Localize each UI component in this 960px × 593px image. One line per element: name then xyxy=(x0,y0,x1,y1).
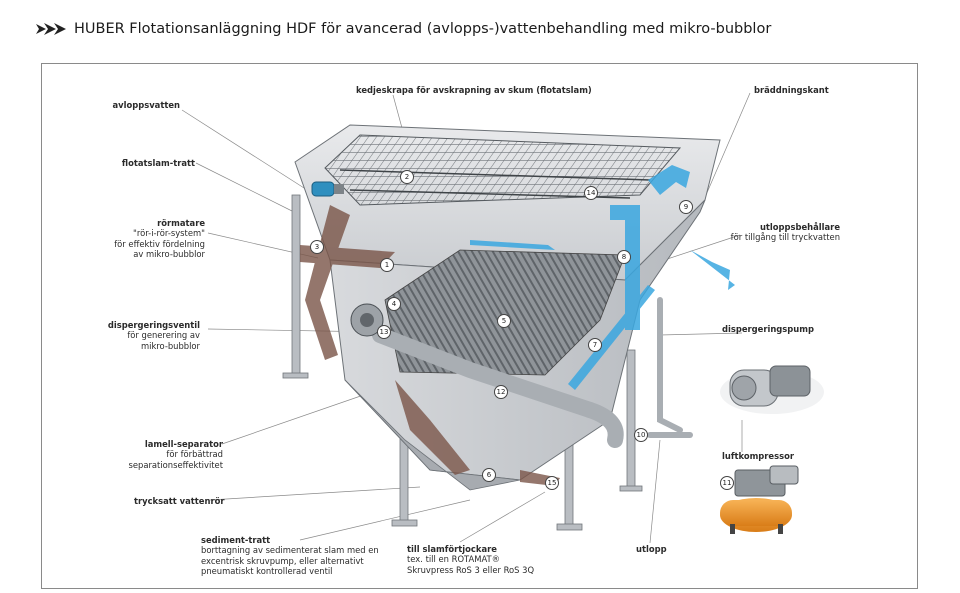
marker-2: 2 xyxy=(400,170,414,184)
title-text: HUBER Flotationsanläggning HDF för avanc… xyxy=(74,21,772,37)
marker-9: 9 xyxy=(679,200,693,214)
label-dispergeringsventil: dispergeringsventil för generering av mi… xyxy=(107,320,200,351)
marker-6: 6 xyxy=(482,468,496,482)
drive-motor xyxy=(311,181,344,197)
marker-5: 5 xyxy=(497,314,511,328)
marker-8: 8 xyxy=(617,250,631,264)
sludge-flow xyxy=(300,205,560,486)
marker-3: 3 xyxy=(310,240,324,254)
marker-4: 4 xyxy=(387,297,401,311)
label-lamell-separator: lamell-separator för förbättrad separati… xyxy=(128,439,224,470)
label-utloppsbehallare: utloppsbehållare för tillgång till tryck… xyxy=(730,222,840,243)
chain-scraper xyxy=(324,134,682,206)
dispersion-pump xyxy=(720,365,824,414)
label-kedjeskrapa: kedjeskrapa för avskrapning av skum (flo… xyxy=(356,85,592,95)
label-rormatare: rörmatare "rör-i-rör-system" för effekti… xyxy=(114,218,205,260)
label-trycksatt-vattenror: trycksatt vattenrör xyxy=(134,496,225,506)
marker-11: 11 xyxy=(720,476,734,490)
label-utlopp: utlopp xyxy=(636,544,667,554)
diagram-frame xyxy=(41,63,918,589)
label-dispergeringspump: dispergeringspump xyxy=(722,324,814,334)
air-compressor xyxy=(720,465,799,534)
label-sediment-tratt: sediment-tratt borttagning av sedimenter… xyxy=(201,535,379,577)
label-slamfortjockare: till slamförtjockare tex. till en ROTAMA… xyxy=(407,544,535,575)
label-luftkompressor: luftkompressor xyxy=(722,451,794,461)
double-chevron-icon xyxy=(36,23,66,35)
marker-14: 14 xyxy=(584,186,598,200)
label-flotatslam-tratt: flotatslam-tratt xyxy=(121,158,195,168)
water-flow xyxy=(470,165,735,390)
marker-12: 12 xyxy=(494,385,508,399)
marker-15: 15 xyxy=(545,476,559,490)
label-braddningskant: bräddningskant xyxy=(754,85,829,95)
marker-1: 1 xyxy=(380,258,394,272)
lamella-pack xyxy=(384,249,626,376)
marker-10: 10 xyxy=(634,428,648,442)
page-title: HUBER Flotationsanläggning HDF för avanc… xyxy=(36,18,771,40)
label-avloppsvatten: avloppsvatten xyxy=(112,100,180,110)
pipes xyxy=(372,297,693,448)
marker-13: 13 xyxy=(377,325,391,339)
dispersion-valve xyxy=(350,303,384,337)
marker-7: 7 xyxy=(588,338,602,352)
